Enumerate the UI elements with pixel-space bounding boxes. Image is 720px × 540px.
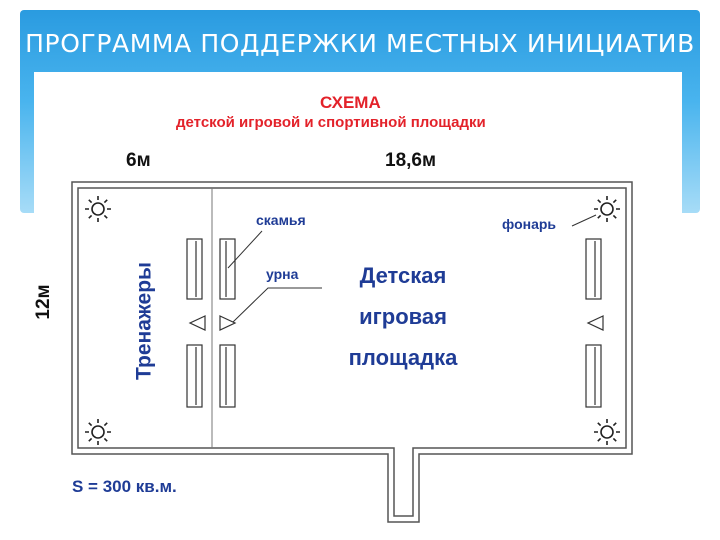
bin-label: урна [266,266,299,282]
bin-leader-line [232,287,322,323]
bin-icon [188,315,206,331]
bench-icon [186,344,203,408]
lamp-icon [85,196,111,222]
scheme-canvas [34,72,682,534]
bench-icon [585,238,602,300]
zone-playground-line-3: площадка [348,345,458,370]
bench-icon [219,238,236,300]
zone-playground-line-1: Детская [359,263,447,288]
slide-title: ПРОГРАММА ПОДДЕРЖКИ МЕСТНЫХ ИНИЦИАТИВ [25,29,695,58]
scheme-heading: СХЕМА [320,93,381,112]
lamp-icon [594,419,620,445]
bench-leader-line [227,230,263,269]
bench-label: скамья [256,212,306,228]
dimension-width-right: 18,6м [385,150,437,171]
lamp-leader-line [571,214,597,227]
zone-playground-line-2: игровая [359,304,447,329]
lamp-icon [85,419,111,445]
scheme-subheading: детской игровой и спортивной площадки [176,114,486,131]
bench-icon [186,238,203,300]
site-boundary [71,181,633,523]
bench-icon [585,344,602,408]
dimension-width-left: 6м [126,150,151,171]
bench-icon [219,344,236,408]
area-label: S = 300 кв.м. [72,477,177,496]
bin-icon [219,315,237,331]
bin-icon [586,315,604,331]
dimension-height: 12м [33,284,55,320]
lamp-label: фонарь [502,216,557,232]
lamp-icon [594,196,620,222]
zone-gym-label: Тренажеры [132,262,156,380]
